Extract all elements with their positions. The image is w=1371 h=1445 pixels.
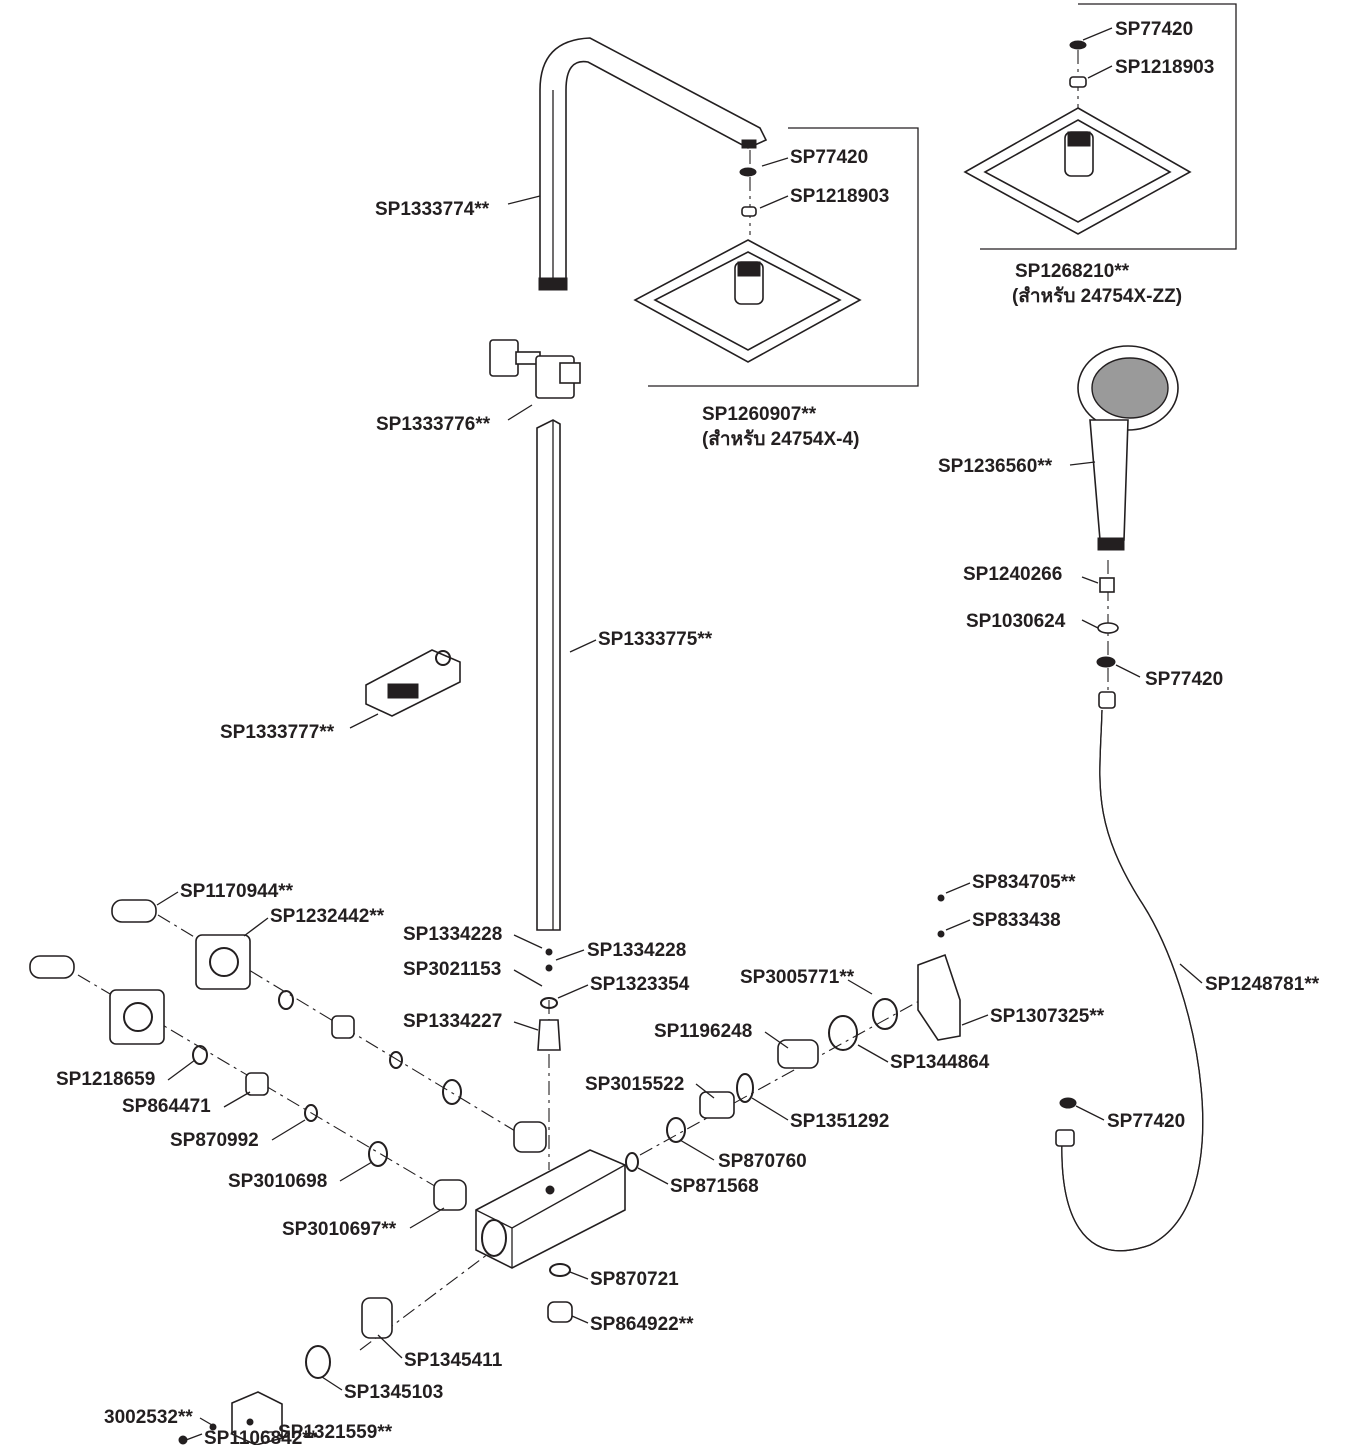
label-sp870992: SP870992 [170,1130,259,1151]
label-3002532: 3002532** [104,1407,193,1428]
leader-lines [156,27,1203,1441]
label-sp1334227: SP1334227 [403,1011,502,1032]
rain-head-square [633,167,862,363]
label-sp3015522: SP3015522 [585,1074,684,1095]
rain-head-zz-frame [980,3,1237,250]
label-sp3005771: SP3005771** [740,967,855,988]
label-sp833438: SP833438 [972,910,1061,931]
slide-holder [365,649,461,717]
label-sp77420-head: SP77420 [790,147,868,168]
label-sp1321559: SP1321559** [278,1422,393,1443]
hand-shower [1077,345,1179,668]
label-sp1106842: SP1106842** [204,1428,318,1445]
label-sp1268210-note: (สำหรับ 24754X-ZZ) [1012,286,1182,307]
label-sp1334228-b: SP1334228 [587,940,686,961]
label-sp1333774: SP1333774** [375,199,490,220]
label-sp3010698: SP3010698 [228,1171,327,1192]
label-sp77420-hand: SP77420 [1145,669,1223,690]
label-sp1345103: SP1345103 [344,1382,443,1403]
label-sp1260907: SP1260907** [702,404,817,425]
label-sp1240266: SP1240266 [963,564,1062,585]
label-sp871568: SP871568 [670,1176,759,1197]
rain-head-4-frame [648,127,919,387]
label-sp3010697: SP3010697** [282,1219,397,1240]
left-inlets [29,899,547,1211]
riser-pipe [536,419,561,931]
label-sp1323354: SP1323354 [590,974,690,995]
hose [1055,691,1204,1252]
diverter-handle [625,894,961,1172]
label-sp3021153: SP3021153 [403,959,501,980]
label-sp77420-hose: SP77420 [1107,1111,1185,1132]
label-sp1232442: SP1232442** [270,906,385,927]
rain-head-square-zz [963,40,1192,235]
center-stack [537,948,573,1323]
label-sp870760: SP870760 [718,1151,807,1172]
label-sp1333776: SP1333776** [376,414,491,435]
label-sp1345411: SP1345411 [404,1350,503,1371]
label-sp1333777: SP1333777** [220,722,335,743]
label-sp1334228-a: SP1334228 [403,924,502,945]
label-sp1307325: SP1307325** [990,1006,1105,1027]
label-sp864922: SP864922** [590,1314,694,1335]
label-sp1344864: SP1344864 [890,1052,990,1073]
shower-arm [538,37,768,291]
wall-bracket [489,339,581,399]
label-sp1333775: SP1333775** [598,629,713,650]
label-sp1248781: SP1248781** [1205,974,1320,995]
label-sp1218903-head: SP1218903 [790,186,889,207]
label-sp1196248: SP1196248 [654,1021,752,1042]
label-sp1218903-top: SP1218903 [1115,57,1214,78]
label-sp77420-top: SP77420 [1115,19,1193,40]
label-sp1351292: SP1351292 [790,1111,889,1132]
label-sp1170944: SP1170944** [180,881,294,902]
label-sp864471: SP864471 [122,1096,211,1117]
label-sp1218659: SP1218659 [56,1069,155,1090]
label-sp1268210: SP1268210** [1015,261,1130,282]
label-sp834705: SP834705** [972,872,1076,893]
part-labels: SP77420 SP1218903 SP1268210** (สำหรับ 24… [56,19,1320,1445]
label-sp1260907-note: (สำหรับ 24754X-4) [702,429,859,450]
label-sp1236560: SP1236560** [938,456,1053,477]
label-sp870721: SP870721 [590,1269,679,1290]
label-sp1030624: SP1030624 [966,611,1066,632]
valve-body [475,1149,626,1269]
